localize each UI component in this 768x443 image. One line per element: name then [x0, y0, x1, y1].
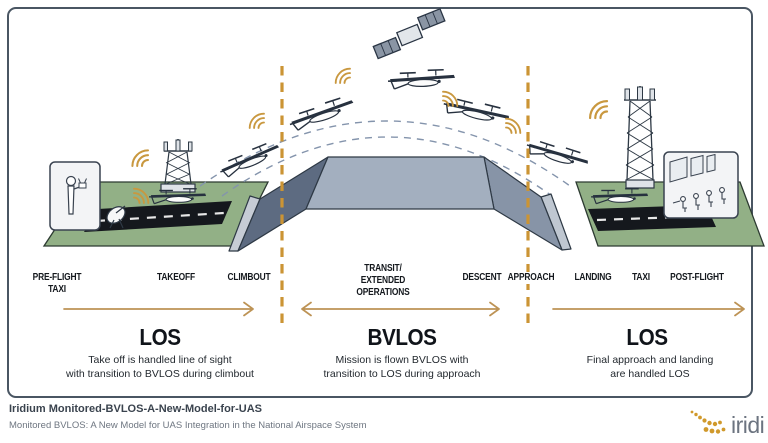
phase-label-approach: APPROACH	[505, 272, 557, 284]
section-desc-los-right: Final approach and landing are handled L…	[586, 354, 714, 380]
phase-label-takeoff: TAKEOFF	[150, 272, 202, 284]
section-heading-los-left: LOS	[139, 324, 181, 350]
iridium-logo-text: iridi	[731, 412, 765, 438]
section-heading-los-right: LOS	[626, 324, 668, 350]
phase-label-climbout: CLIMBOUT	[223, 272, 275, 284]
phase-label-taxi: TAXI	[624, 272, 658, 284]
section-heading-bvlos: BVLOS	[367, 324, 437, 350]
phase-label-landing: LANDING	[567, 272, 619, 284]
footer-subtitle: Monitored BVLOS: A New Model for UAS Int…	[9, 420, 367, 431]
phase-label-post-flight: POST-FLIGHT	[667, 272, 727, 284]
iridium-logo-icon	[690, 410, 726, 434]
phase-label-descent: DESCENT	[456, 272, 508, 284]
footer-title: Iridium Monitored-BVLOS-A-New-Model-for-…	[9, 403, 262, 415]
section-desc-los-left: Take off is handled line of sight with t…	[66, 354, 254, 380]
phase-label-pre-flight-taxi: PRE-FLIGHT TAXI	[23, 272, 91, 296]
section-desc-bvlos: Mission is flown BVLOS with transition t…	[323, 354, 481, 380]
phase-label-transit-extended-operations: TRANSIT/ EXTENDED OPERATIONS	[336, 263, 430, 299]
